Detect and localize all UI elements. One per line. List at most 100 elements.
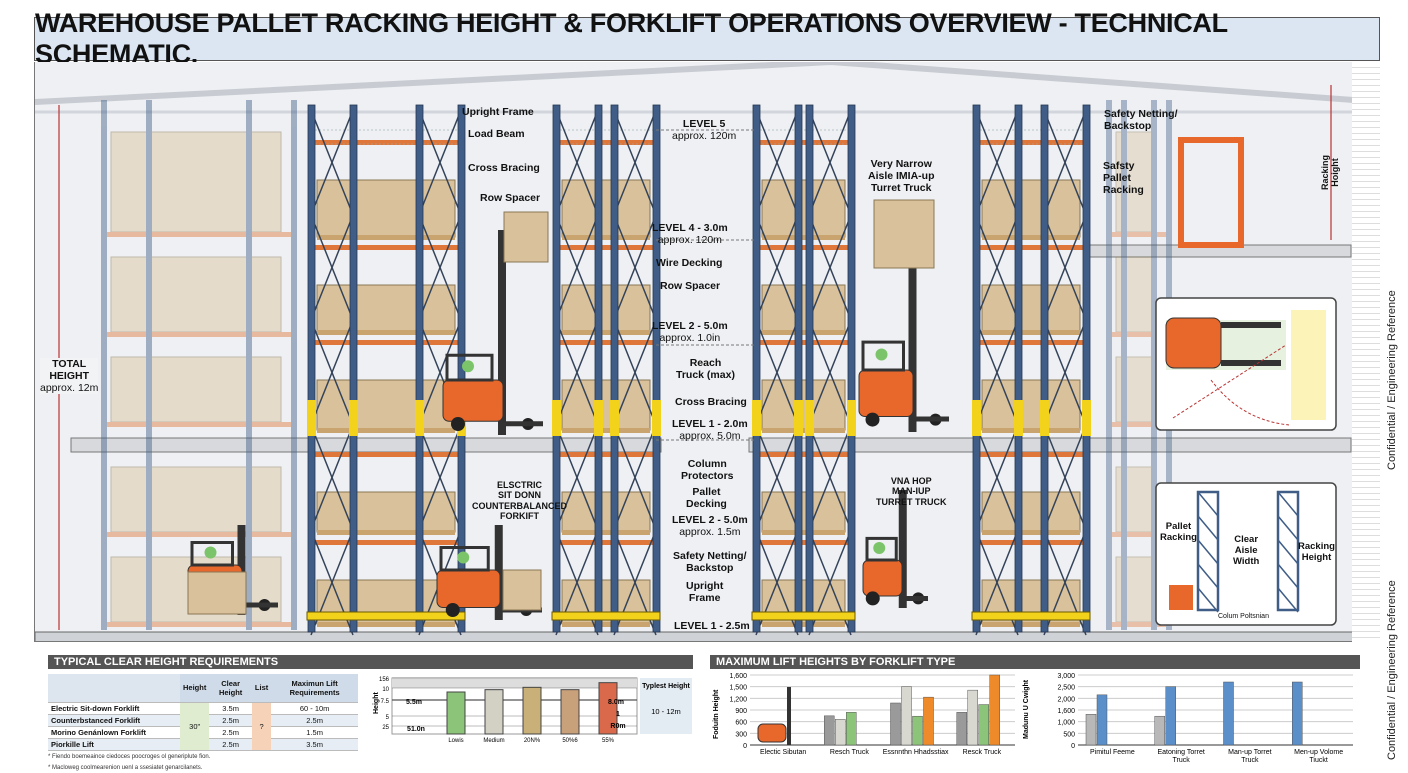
forklift-body [858, 369, 914, 417]
clear-height-header: TYPICAL CLEAR HEIGHT REQUIREMENTS [48, 655, 693, 669]
bar [956, 712, 967, 746]
bar [560, 689, 580, 735]
operator [204, 546, 217, 559]
y-tick-label: 300 [735, 731, 747, 738]
load-beam [101, 422, 291, 427]
pallet-box [761, 379, 846, 431]
y-tick-label: 1,200 [729, 696, 747, 703]
load-beam [976, 540, 1086, 545]
operator [462, 360, 474, 373]
load-beam [101, 332, 291, 337]
cross-bracing [613, 424, 657, 531]
x-tick-label: Resch Truck [830, 749, 869, 756]
pallet [762, 622, 845, 627]
forklift-mast [498, 230, 506, 435]
bar [846, 712, 857, 746]
upright-frame [1014, 104, 1023, 633]
load-beam [756, 245, 851, 250]
side-header: Typlest Height [642, 683, 690, 690]
inset-bracing [1277, 563, 1299, 589]
y-tick-label: 25 [382, 725, 389, 731]
column-protector [1040, 400, 1049, 436]
load-beam [976, 340, 1086, 345]
raised-pallet-box [503, 211, 549, 263]
wheel [451, 417, 465, 431]
cross-bracing [975, 214, 1019, 321]
forklift-base [242, 602, 278, 608]
pallet [982, 235, 1080, 240]
x-tick-label: Eatoning Torret [1157, 749, 1204, 756]
upright-frame [752, 104, 761, 633]
bar [978, 704, 989, 746]
rack-bay [971, 104, 1091, 636]
vna-turret-truck [858, 230, 949, 432]
bar [967, 689, 978, 746]
column-protector [652, 400, 661, 436]
cross-bracing [755, 109, 799, 216]
y-tick-label: 500 [1063, 731, 1075, 738]
y-axis-label: Height [373, 692, 380, 714]
forklift-base [902, 596, 928, 601]
cross-bracing [808, 424, 852, 531]
load-beam [1106, 332, 1166, 337]
pallet [562, 622, 650, 627]
column-protector [610, 400, 619, 436]
pallet-box [561, 179, 651, 238]
x-tick-label: Truck [1241, 757, 1259, 764]
load-beam [1106, 232, 1166, 237]
pallet-box [110, 256, 282, 333]
column-protector [594, 400, 603, 436]
y-tick-label: 1,500 [729, 685, 747, 692]
column-protector [307, 400, 316, 436]
pallet-box [981, 491, 1081, 533]
pallet-box [1115, 356, 1157, 423]
y-tick-label: 10 [382, 687, 389, 693]
bar [989, 674, 1000, 746]
pallet-box [761, 179, 846, 238]
pallet [317, 530, 455, 535]
bar [890, 702, 901, 746]
pallet [762, 530, 845, 535]
cross-bracing [1043, 424, 1087, 531]
rack-end-barrier [551, 611, 661, 621]
footnote: * Fiendo boemeaince ciedoces poocroges o… [48, 753, 211, 760]
cross-bracing [418, 214, 462, 321]
inset-bracing [1197, 587, 1219, 613]
pallet [562, 428, 650, 433]
cross-bracing [755, 319, 799, 426]
ground-floor [35, 631, 1379, 641]
cross-bracing [975, 319, 1019, 426]
reach-truck [442, 230, 543, 435]
wheel [865, 412, 880, 427]
cross-bracing [555, 319, 599, 426]
scale-ruler [1352, 62, 1380, 642]
pallet-box [761, 491, 846, 533]
inset-bracing [1197, 539, 1219, 565]
inset-bracing [1197, 515, 1219, 541]
turning-radius-arrow [1172, 344, 1290, 426]
x-tick-label: Man-up Torret [1228, 749, 1272, 756]
vna-man-up-truck [862, 490, 928, 608]
cross-bracing [310, 214, 354, 321]
inset-rack [1196, 490, 1220, 612]
order-picker-forklift [1178, 137, 1244, 248]
side-box [640, 678, 692, 734]
load-beam [756, 452, 851, 457]
upright-frame [610, 104, 619, 633]
pallet-box [110, 466, 282, 533]
bar [1096, 694, 1108, 746]
y-tick-label: 0 [743, 743, 747, 750]
bar [1165, 686, 1176, 746]
y-tick-label: 7.5 [381, 699, 390, 705]
plot-band [392, 678, 637, 688]
cross-bracing [755, 424, 799, 531]
forklift-base [503, 421, 543, 427]
bar [522, 686, 542, 735]
